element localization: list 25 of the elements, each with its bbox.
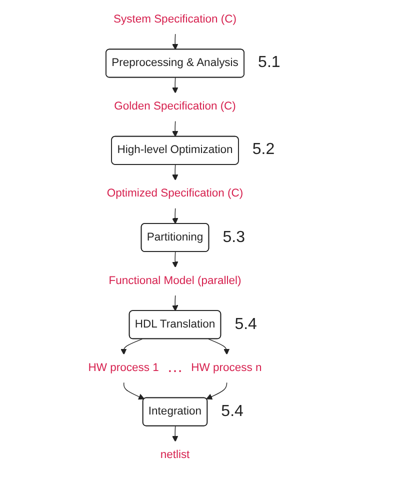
section-number: 5.4	[221, 402, 244, 421]
section-number: 5.1	[258, 54, 280, 72]
arrow	[172, 34, 178, 50]
arrow	[123, 382, 145, 400]
arrow	[172, 208, 178, 224]
node-text: System Specification (C)	[113, 13, 237, 26]
arrow	[208, 338, 230, 355]
node-text: Optimized Specification (C)	[106, 188, 244, 200]
node-text: Functional Model (parallel)	[108, 274, 242, 287]
node-text: HW process 1	[88, 362, 159, 374]
section-number: 5.4	[234, 316, 257, 334]
node-text: HW process n	[191, 362, 262, 374]
arrow	[206, 382, 228, 400]
section-number: 5.2	[252, 141, 275, 160]
arrow	[172, 295, 178, 312]
node-text: Golden Specification (C)	[114, 100, 236, 112]
node-text: netlist	[160, 449, 190, 461]
arrow	[172, 120, 178, 137]
ellipsis-text: …	[167, 359, 183, 378]
arrow	[172, 252, 178, 268]
arrow	[172, 164, 178, 181]
arrow	[172, 426, 178, 442]
arrow	[120, 338, 142, 355]
arrow	[172, 77, 178, 94]
section-number: 5.3	[222, 228, 245, 246]
